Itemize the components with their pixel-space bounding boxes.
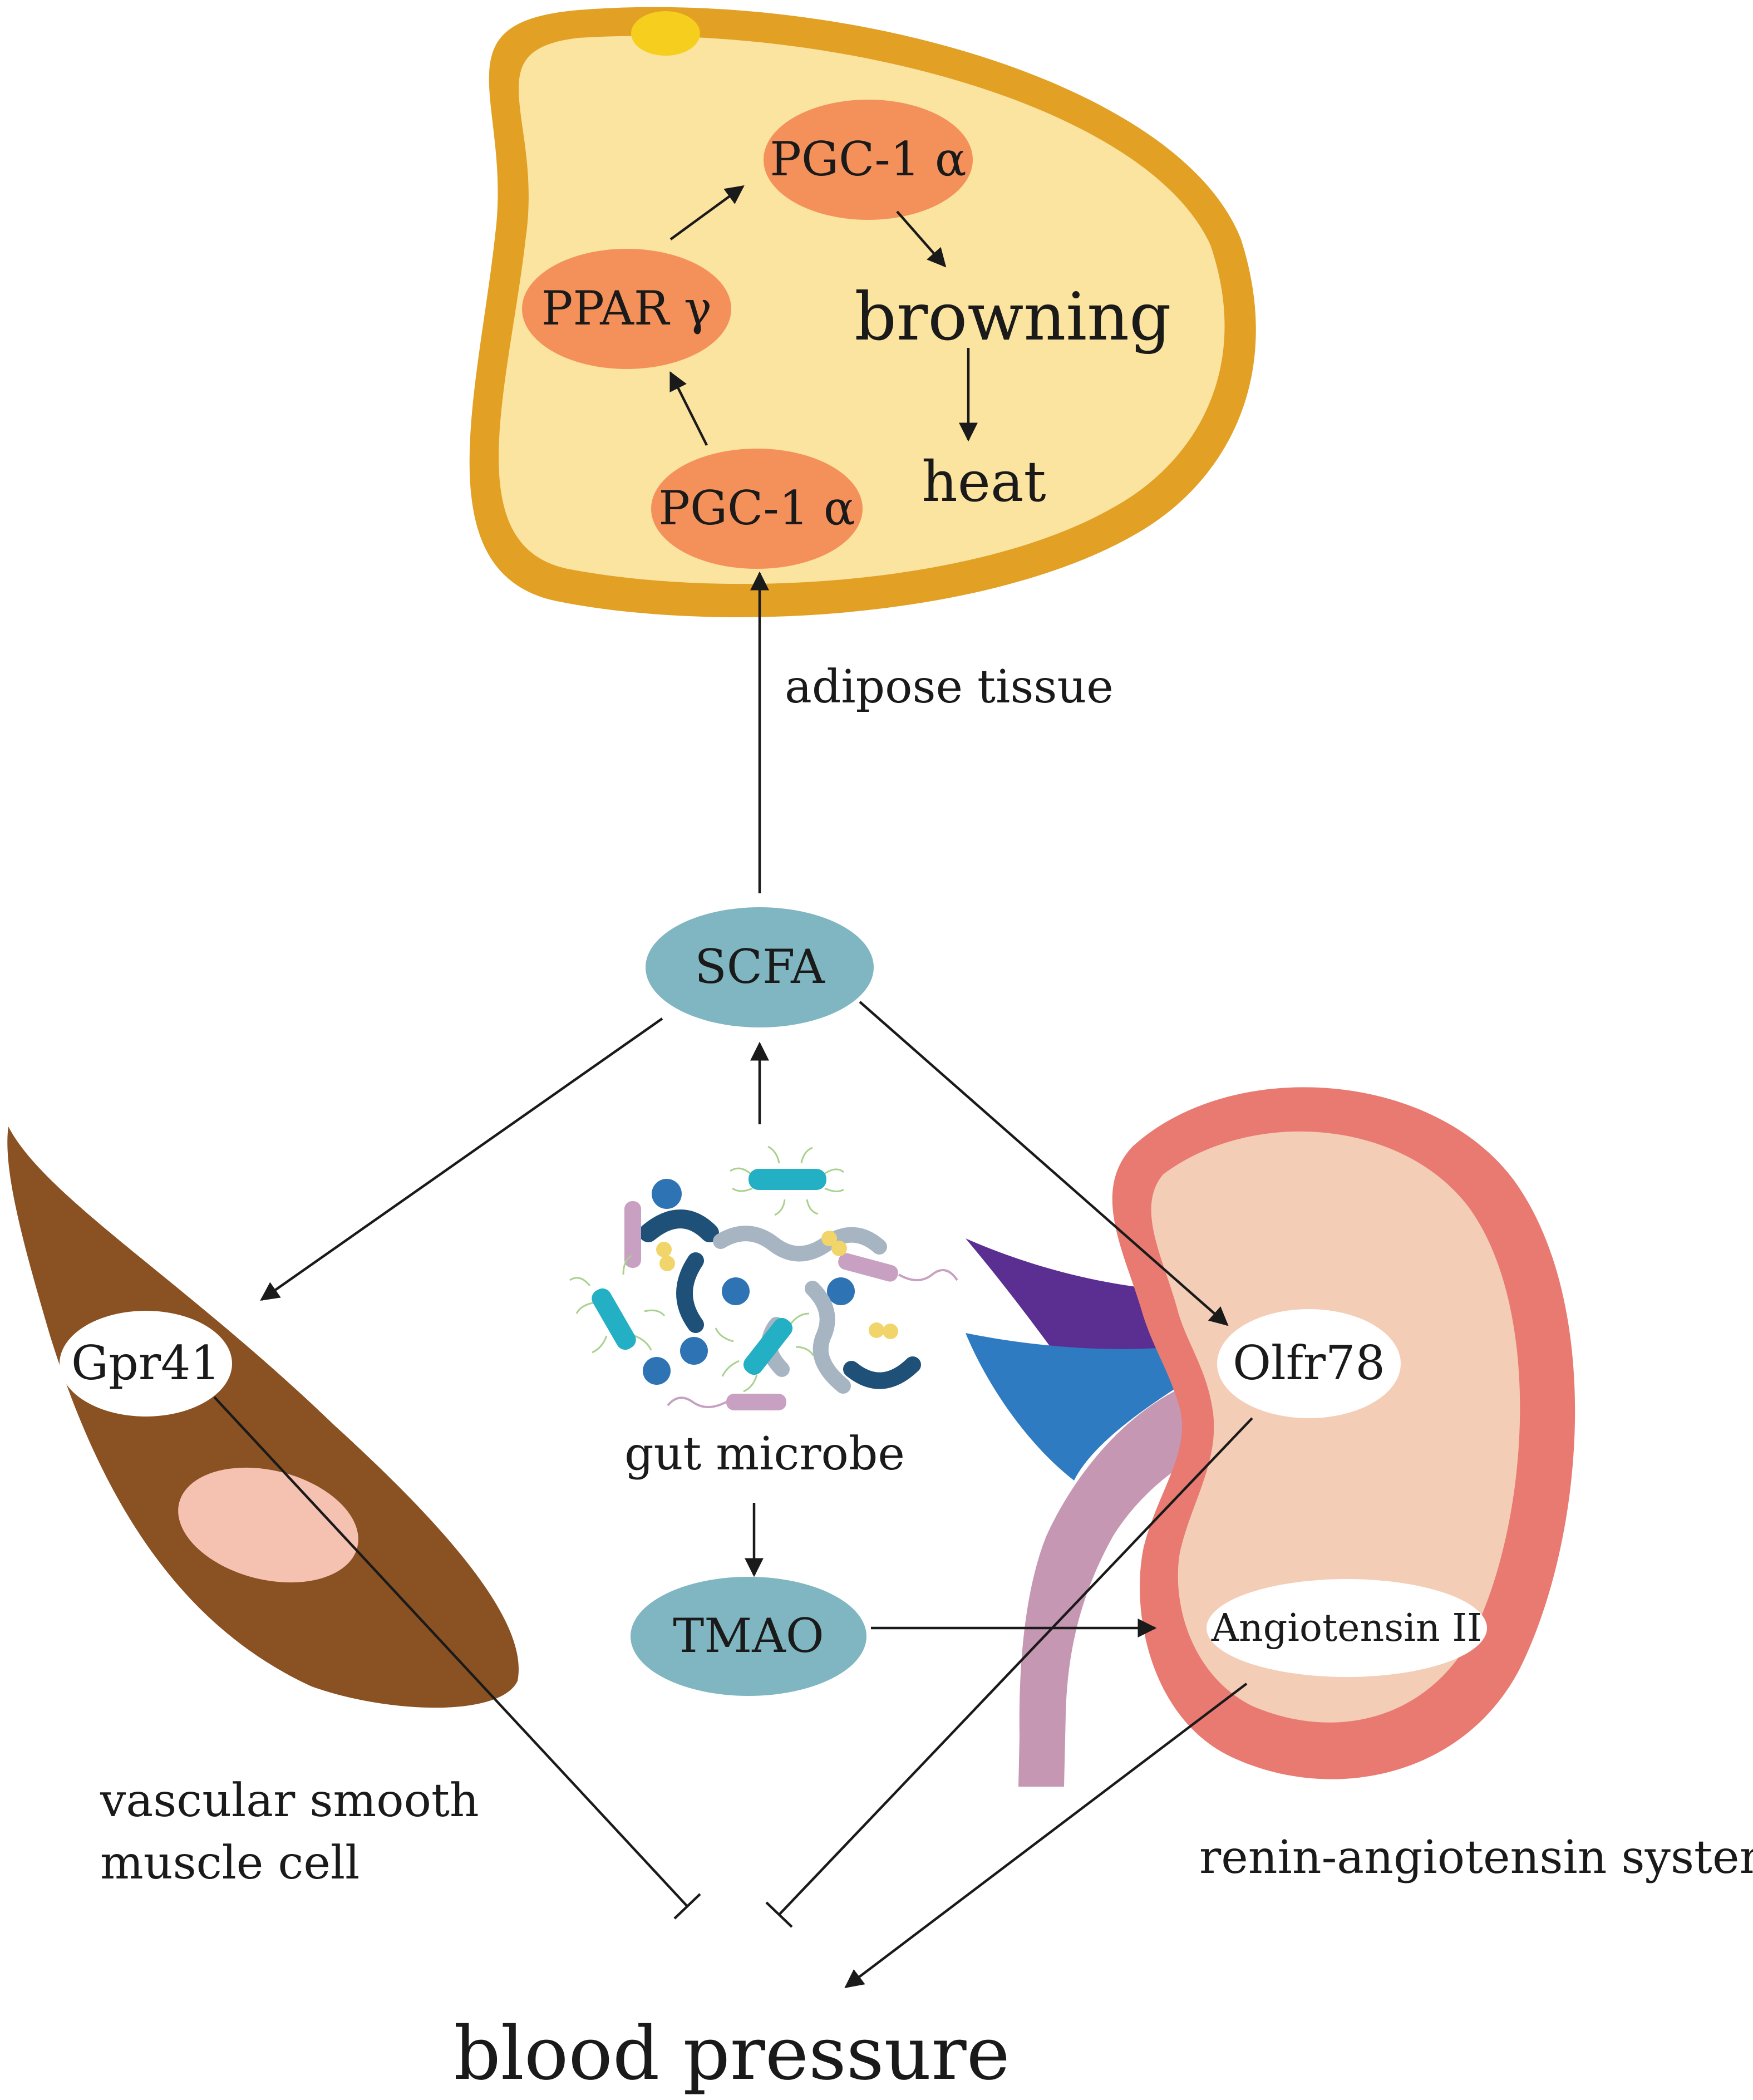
- bacterium-rod: [743, 1317, 793, 1375]
- coccus: [643, 1357, 671, 1385]
- ppar-gamma-node: PPAR γ: [522, 249, 731, 369]
- spirochete: [713, 1226, 887, 1262]
- adipose-cell: [469, 7, 1256, 617]
- gpr41-node: Gpr41: [60, 1311, 232, 1417]
- diplococcus: [883, 1324, 898, 1339]
- diplococcus: [656, 1242, 672, 1257]
- pgc1a-bottom-node: PGC-1 α: [651, 449, 863, 569]
- browning-label: browning: [854, 278, 1171, 355]
- bacterium-rod: [726, 1394, 786, 1410]
- renal-vein: [966, 1333, 1188, 1481]
- vibrio: [843, 1356, 921, 1389]
- adipose-tissue-caption: adipose tissue: [785, 661, 1114, 714]
- adipose-cytoplasm: [499, 36, 1225, 584]
- olfr78-label: Olfr78: [1233, 1336, 1385, 1390]
- bacterium-rod: [624, 1201, 641, 1268]
- gut-microbe-label: gut microbe: [624, 1428, 905, 1481]
- inhibition-olfr78-to-bp: [765, 1417, 1253, 1928]
- bacterium-rod: [592, 1288, 636, 1350]
- pgc1a-top-node: PGC-1 α: [764, 100, 973, 220]
- lipid-droplet: [631, 11, 700, 56]
- pgc1a-bottom-label: PGC-1 α: [658, 481, 855, 535]
- inhibition-gpr41-to-bp: [213, 1396, 701, 1920]
- spirochete: [805, 1281, 851, 1394]
- tmao-label: TMAO: [673, 1609, 824, 1663]
- scfa-label: SCFA: [695, 940, 825, 994]
- flagellated-bacterium: [730, 1145, 844, 1216]
- arrow-angiotensin-to-bp: [844, 1683, 1248, 1989]
- diplococcus: [821, 1231, 837, 1246]
- bacterium-flagellum: [667, 1396, 727, 1408]
- bacterium-rod: [749, 1169, 826, 1190]
- arrow-pgc1a-to-ppar: [669, 371, 708, 446]
- arrow-scfa-to-gpr41: [260, 1017, 663, 1301]
- bacterium-flagellum: [898, 1269, 958, 1281]
- ppar-gamma-label: PPAR γ: [541, 281, 712, 336]
- bacterium-rod: [838, 1253, 898, 1282]
- coccus: [827, 1277, 855, 1305]
- vibrio: [676, 1252, 704, 1333]
- vsmc-body: [7, 1127, 519, 1708]
- diplococcus: [831, 1241, 847, 1256]
- scfa-node: SCFA: [646, 907, 874, 1027]
- vsmc-caption-line2: muscle cell: [100, 1837, 360, 1890]
- ureter: [1018, 1386, 1213, 1787]
- gut-microbe-cluster: [569, 1145, 958, 1410]
- vsmc-nucleus: [178, 1467, 358, 1583]
- tmao-node: TMAO: [631, 1577, 866, 1696]
- pgc1a-top-label: PGC-1 α: [770, 132, 966, 186]
- flagellated-bacterium: [569, 1255, 815, 1393]
- vsmc-caption-line1: vascular smooth: [100, 1774, 479, 1827]
- vibrio: [639, 1209, 719, 1242]
- olfr78-node: Olfr78: [1217, 1309, 1401, 1418]
- coccus: [680, 1337, 708, 1365]
- blood-pressure-label: blood pressure: [454, 2011, 1010, 2097]
- vascular-smooth-muscle-cell: [7, 1127, 519, 1708]
- heat-label: heat: [922, 449, 1046, 514]
- renin-angiotensin-caption: renin-angiotensin system: [1199, 1831, 1753, 1884]
- angiotensin-ii-node: Angiotensin II: [1207, 1579, 1487, 1677]
- kidney-vessels: [966, 1238, 1213, 1787]
- diplococcus: [659, 1256, 675, 1271]
- arrow-ppar-to-pgc1a: [669, 185, 745, 240]
- gpr41-label: Gpr41: [71, 1336, 220, 1390]
- coccus: [722, 1277, 750, 1305]
- diplococcus: [869, 1322, 884, 1338]
- coccus: [652, 1179, 682, 1209]
- angiotensin-ii-label: Angiotensin II: [1211, 1606, 1482, 1650]
- arrow-pgc1a-to-browning: [896, 210, 947, 268]
- kidney-cortex: [1151, 1131, 1520, 1723]
- arrow-scfa-to-olfr78: [859, 1001, 1229, 1326]
